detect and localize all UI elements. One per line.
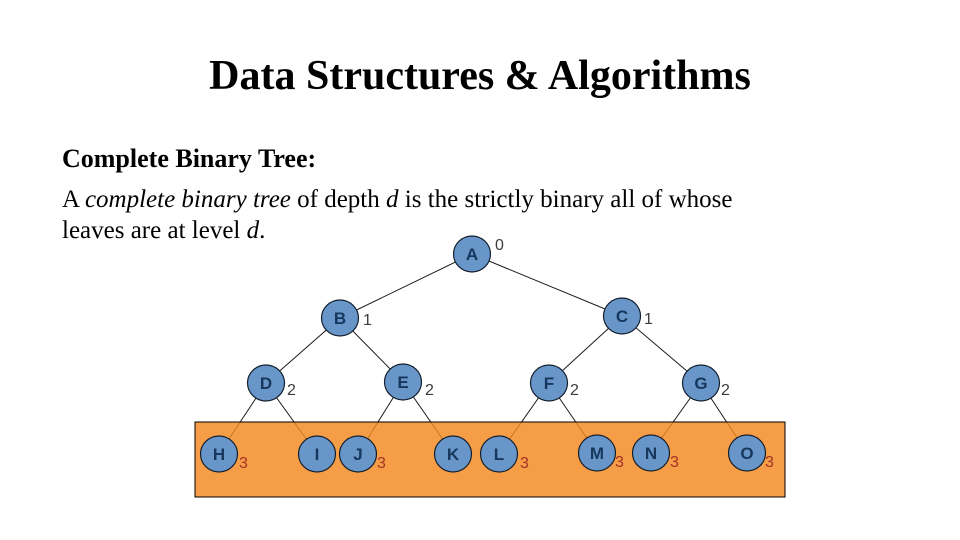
level-number: 1: [363, 312, 372, 329]
tree-node-circle: [727, 434, 767, 472]
tree-node-label: M: [590, 444, 604, 463]
tree-node-circle: [602, 297, 642, 335]
tree-node-L: L: [479, 435, 519, 473]
tree-node-H: H: [199, 435, 239, 473]
tree-node-F: F: [529, 364, 569, 402]
level-number: 1: [644, 311, 653, 328]
tree-node-label: L: [494, 445, 504, 464]
level-number: 2: [287, 382, 296, 399]
tree-node-C: C: [602, 297, 642, 335]
tree-node-circle: [320, 299, 360, 337]
tree-node-O: O: [727, 434, 767, 472]
tree-node-circle: [631, 434, 671, 472]
level-number: 2: [721, 382, 730, 399]
tree-node-label: H: [213, 445, 225, 464]
tree-node-circle: [529, 364, 569, 402]
level-number: 3: [377, 455, 386, 472]
tree-node-label: K: [447, 445, 460, 464]
definition-line: A complete binary tree of depth d is the…: [62, 186, 733, 213]
tree-node-circle: [246, 364, 286, 402]
tree-node-N: N: [631, 434, 671, 472]
level-number: 0: [495, 237, 504, 254]
tree-node-circle: [452, 235, 492, 273]
tree-node-label: D: [260, 374, 272, 393]
level-number: 3: [670, 454, 679, 471]
tree-node-G: G: [681, 364, 721, 402]
level-number: 3: [239, 455, 248, 472]
tree-node-circle: [433, 435, 473, 473]
tree-node-label: O: [740, 444, 753, 463]
tree-node-label: B: [334, 309, 346, 328]
tree-node-D: D: [246, 364, 286, 402]
tree-node-label: F: [544, 374, 554, 393]
definition-line: leaves are at level d.: [62, 217, 266, 244]
tree-node-circle: [199, 435, 239, 473]
tree-node-I: I: [297, 435, 337, 473]
tree-node-circle: [338, 435, 378, 473]
tree-node-label: E: [397, 373, 408, 392]
tree-node-K: K: [433, 435, 473, 473]
section-heading: Complete Binary Tree:: [62, 144, 317, 173]
tree-node-label: G: [694, 374, 707, 393]
tree-node-circle: [681, 364, 721, 402]
tree-edge-A-B: [339, 253, 473, 319]
level-number: 3: [765, 454, 774, 471]
level-number: 3: [615, 454, 624, 471]
tree-node-A: A: [452, 235, 492, 273]
leaf-level-highlight-border: [194, 421, 786, 498]
tree-node-M: M: [577, 434, 617, 472]
tree-node-label: I: [315, 445, 320, 464]
tree-node-circle: [297, 435, 337, 473]
tree-node-label: N: [645, 444, 657, 463]
definition-text: A complete binary tree of depth d is the…: [62, 184, 852, 246]
slide-title: Data Structures & Algorithms: [209, 53, 751, 99]
tree-edge-A-C: [471, 253, 623, 317]
tree-node-label: A: [466, 245, 478, 264]
tree-node-J: J: [338, 435, 378, 473]
tree-node-circle: [383, 363, 423, 401]
level-number: 3: [520, 455, 529, 472]
tree-node-B: B: [320, 299, 360, 337]
tree-node-E: E: [383, 363, 423, 401]
tree-node-circle: [577, 434, 617, 472]
tree-node-label: C: [616, 307, 628, 326]
tree-node-label: J: [353, 445, 362, 464]
level-number: 2: [570, 382, 579, 399]
tree-node-circle: [479, 435, 519, 473]
level-number: 2: [425, 382, 434, 399]
